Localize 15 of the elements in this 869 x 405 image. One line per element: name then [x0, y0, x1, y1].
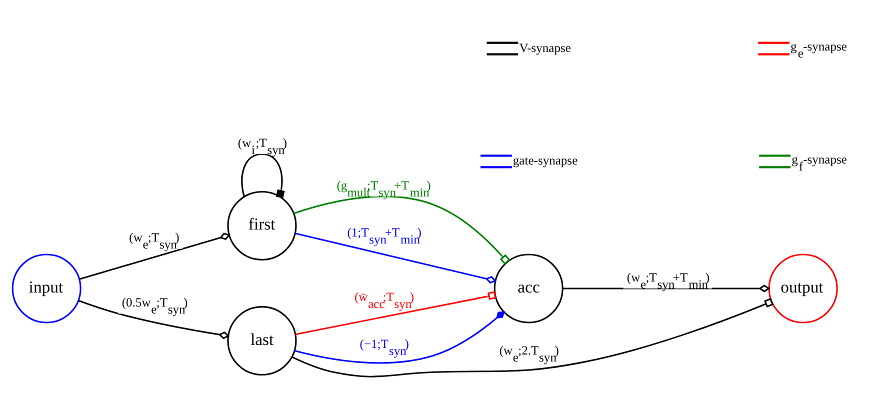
node-circle: first — [227, 190, 297, 260]
connector — [79, 232, 230, 280]
node-circle: output — [768, 253, 838, 323]
connector — [562, 284, 770, 292]
connector — [292, 297, 774, 377]
connector — [241, 152, 285, 198]
connector — [293, 195, 510, 264]
node-circle: input — [12, 253, 82, 323]
connector — [294, 310, 505, 364]
connector — [295, 290, 496, 335]
node-circle: last — [227, 306, 297, 376]
connector — [295, 232, 497, 284]
connector — [78, 299, 230, 339]
legend-label: V-synapse — [519, 40, 571, 54]
legend-label: gate-synapse — [512, 153, 578, 168]
